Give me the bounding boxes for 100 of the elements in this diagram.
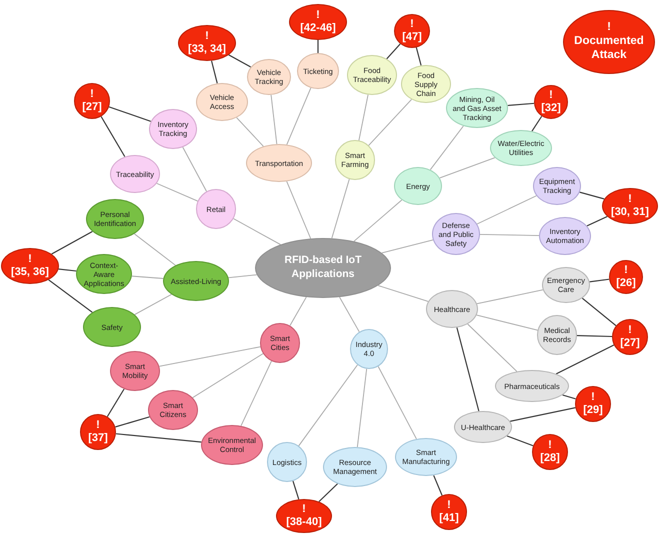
connector-line	[134, 294, 172, 316]
citation-label: [28]	[540, 452, 560, 465]
connector-line	[358, 94, 368, 141]
application-ellipse	[86, 199, 144, 239]
connector-line	[562, 394, 576, 400]
alert-mark: !	[628, 193, 632, 206]
connector-line	[192, 353, 264, 398]
application-ellipse	[83, 307, 141, 347]
connector-line	[439, 157, 496, 178]
attack-ellipse	[532, 434, 568, 470]
connector-line	[590, 278, 610, 282]
connector-line	[182, 146, 207, 192]
connector-line	[317, 40, 319, 53]
connector-line	[270, 94, 278, 144]
application-ellipse	[533, 167, 581, 205]
citation-label: [27]	[620, 337, 640, 350]
connector-line	[368, 99, 412, 146]
alert-mark: !	[591, 391, 595, 404]
connector-line	[386, 44, 401, 60]
citation-label: [30, 31]	[611, 206, 649, 219]
alert-mark: !	[205, 30, 209, 43]
connector-line	[416, 47, 422, 66]
connector-line	[356, 368, 368, 448]
application-ellipse	[267, 442, 307, 482]
alert-mark: !	[302, 503, 306, 516]
citation-label: [35, 36]	[11, 266, 49, 279]
application-ellipse	[490, 130, 552, 166]
citation-label: [32]	[541, 102, 561, 115]
alert-mark: !	[316, 9, 320, 22]
attack-ellipse	[80, 414, 116, 450]
connector-line	[290, 296, 307, 326]
category-ellipse	[260, 323, 300, 363]
connector-line	[456, 328, 480, 412]
connector-line	[339, 296, 360, 332]
connector-line	[476, 289, 544, 304]
citation-label: [27]	[82, 101, 102, 114]
connector-line	[116, 433, 202, 443]
attack-ellipse	[74, 83, 110, 119]
category-ellipse	[432, 213, 480, 255]
connector-line	[51, 231, 93, 254]
connector-line	[134, 233, 176, 266]
connector-line	[586, 216, 608, 226]
attack-ellipse	[534, 85, 568, 119]
application-ellipse	[148, 390, 198, 430]
attack-ellipse	[609, 260, 643, 294]
alert-mark: !	[548, 439, 552, 452]
category-ellipse	[394, 167, 442, 205]
citation-label: [33, 34]	[188, 43, 226, 56]
connector-line	[236, 117, 264, 147]
connector-line	[115, 416, 150, 428]
alert-mark: !	[28, 253, 32, 266]
connector-line	[580, 192, 604, 200]
connector-line	[556, 344, 614, 374]
connector-line	[156, 182, 198, 202]
connector-line	[100, 116, 126, 157]
connector-line	[58, 268, 76, 272]
connector-line	[378, 285, 429, 302]
citation-label: [37]	[88, 432, 108, 445]
attack-ellipse	[1, 248, 59, 284]
application-ellipse	[454, 411, 512, 443]
alert-mark: !	[90, 88, 94, 101]
connector-line	[48, 279, 93, 313]
application-ellipse	[110, 351, 160, 391]
citation-label: [29]	[583, 404, 603, 417]
citation-label: [47]	[402, 31, 422, 44]
application-ellipse	[539, 217, 591, 255]
application-ellipse	[495, 370, 569, 402]
connector-line	[228, 274, 258, 278]
application-ellipse	[247, 59, 291, 95]
attack-ellipse	[602, 188, 658, 224]
alert-mark: !	[624, 264, 628, 277]
application-ellipse	[297, 53, 339, 89]
application-ellipse	[76, 254, 132, 294]
connector-line	[510, 407, 576, 422]
attack-ellipse	[612, 319, 648, 355]
citation-label: [38-40]	[286, 516, 322, 529]
alert-mark: !	[447, 499, 451, 512]
connector-line	[433, 475, 443, 496]
connector-line	[286, 87, 312, 145]
connector-line	[582, 298, 616, 326]
category-ellipse	[426, 290, 478, 328]
connector-line	[576, 335, 612, 338]
connector-line	[467, 324, 518, 372]
connector-line	[158, 346, 261, 367]
application-ellipse	[537, 315, 577, 355]
alert-mark: !	[628, 324, 632, 337]
connector-line	[506, 435, 534, 446]
connector-line	[240, 360, 272, 426]
connector-line	[331, 178, 350, 239]
application-ellipse	[110, 155, 160, 193]
connector-line	[508, 102, 534, 106]
connector-line	[318, 483, 338, 502]
connector-line	[476, 314, 538, 331]
application-ellipse	[347, 55, 397, 95]
category-ellipse	[350, 329, 388, 369]
node-label: RFID-based IoT Applications	[283, 254, 362, 282]
connector-line	[354, 200, 402, 242]
alert-mark: !	[96, 419, 100, 432]
connector-line	[286, 181, 312, 239]
alert-mark: !	[549, 89, 553, 102]
